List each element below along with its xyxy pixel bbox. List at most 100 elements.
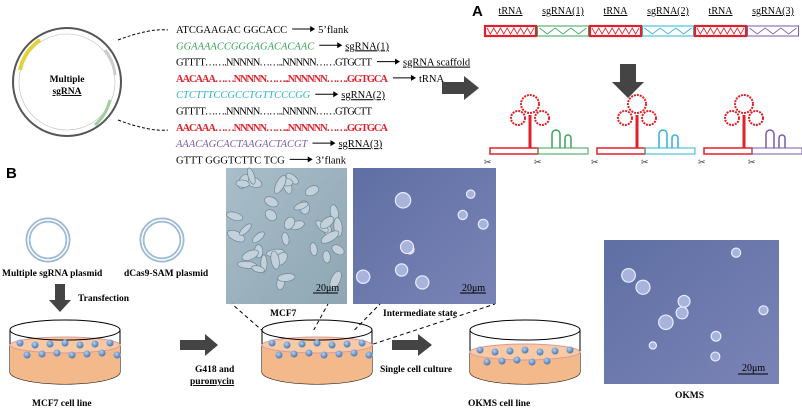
cell-icon [320,351,328,359]
sgrna-segment [537,25,589,37]
cell-icon [710,351,721,362]
cell-icon [264,196,279,208]
cell-icon [241,249,259,261]
cell-icon [476,346,484,354]
sequence-text: CTCTTTCCGCCTGTTCCCGG [176,90,311,101]
cell-icon [355,269,371,284]
cell-icon [239,223,252,236]
cell-icon [335,350,343,358]
cell-icon [758,305,769,316]
cell-icon [566,346,574,354]
cell-icon [477,218,489,230]
cell-icon [31,341,39,349]
cell-icon [91,340,99,348]
right-arrow-icon [442,76,479,100]
cell-icon [465,189,476,199]
trna-loop [510,110,526,126]
sequence-text: ATCGAAGAC GGCACC [176,25,287,36]
cell-icon [61,339,69,347]
array-segment-label: tRNA [709,6,734,17]
trna-strand [703,147,753,155]
sequence-text: GTTTT…….NNNNN……..NNNNN……GTGCTT [176,58,373,69]
scale-bar-label: 20μm [742,363,765,374]
sequence-text: GGAAAACCGGGAGACACAAC [176,41,315,52]
cell-icon [730,247,742,258]
arrowhead-icon [395,58,400,65]
panel-label-a: A [472,3,483,20]
cell-icon [38,350,46,358]
array-segment-label: sgRNA(3) [752,6,794,17]
cell-icon [319,216,335,229]
cell-icon [635,279,651,295]
selection-label: puromycin [190,377,235,387]
cell-icon [290,350,298,358]
dcas9-sam-plasmid-label: dCas9-SAM plasmid [124,269,209,279]
cell-icon [536,348,544,356]
trna-strand [489,147,539,155]
cell-icon [235,179,250,188]
cell-icon [76,341,84,349]
trna-loop [534,110,550,126]
plasmid-label: Multiple [50,75,85,85]
single-cell-culture-label: Single cell culture [380,365,452,375]
intermediate-photo-label: Intermediate state [383,309,457,319]
array-segment-label: tRNA [604,6,629,17]
cell-icon [283,341,291,349]
arrowhead-icon [411,74,416,81]
cell-icon [350,349,358,357]
culture-dish [261,319,373,385]
arrowhead-icon [310,26,316,32]
cell-icon [304,185,320,197]
cell-icon [394,263,409,277]
cell-icon [513,356,521,364]
cell-icon [710,330,722,342]
scale-bar-label: 20μm [462,283,485,294]
panel-label-b: B [6,165,17,182]
arrowhead-icon [337,42,343,49]
sequence-text: AACAAA……NNNNN……..NNNNNN…….GGTGCA [176,123,388,134]
trna-loop [627,94,647,114]
trna-segment [483,24,538,38]
culture-dish [9,319,121,385]
cell-icon [358,339,366,347]
multiple-sgrna-plasmid-icon [25,217,71,263]
down-arrow-icon [49,284,71,312]
sequence-list: ATCGAAGAC GGCACC 5’flankGGAAAACCGGGAGACAC… [175,25,471,166]
multiple-sgrna-plasmid-label: Multiple sgRNA plasmid [2,269,103,279]
cell-icon [521,346,529,354]
cell-icon [328,341,336,349]
sequence-annotation: sgRNA(3) [338,139,382,150]
cell-icon [331,244,345,256]
plasmid-map: Multiple sgRNA [12,27,122,137]
cell-icon [23,351,31,359]
cell-icon [543,357,551,365]
cell-icon [106,339,114,347]
cell-icon [675,306,689,320]
cell-icon [365,351,373,359]
cell-icon [252,231,265,244]
cell-icon [506,347,514,355]
cell-icon [113,351,121,359]
cell-icon [491,348,499,356]
cell-icon [268,339,276,347]
arrowhead-icon [330,140,336,147]
cell-icon [275,351,283,359]
cell-icon [399,239,415,255]
cell-icon [551,347,559,355]
cell-icon [322,250,331,264]
cell-icon [305,349,313,357]
trna-loop [724,110,740,126]
mcf7-cell-line-label: MCF7 cell line [32,399,92,409]
cell-icon [68,351,76,359]
array-segment-label: sgRNA(1) [542,6,584,17]
sequence-text: GTTT GGGTCTTC TCG [176,155,285,166]
cell-icon [281,232,290,246]
intermediate-state-photo: 20μm [353,168,496,304]
cell-icon [246,167,256,185]
cell-icon [16,339,24,347]
trna-loop [520,94,540,114]
sequence-annotation: 5’flank [318,25,349,36]
cell-icon [293,201,309,211]
scissors-icon: ✂ [748,157,756,167]
